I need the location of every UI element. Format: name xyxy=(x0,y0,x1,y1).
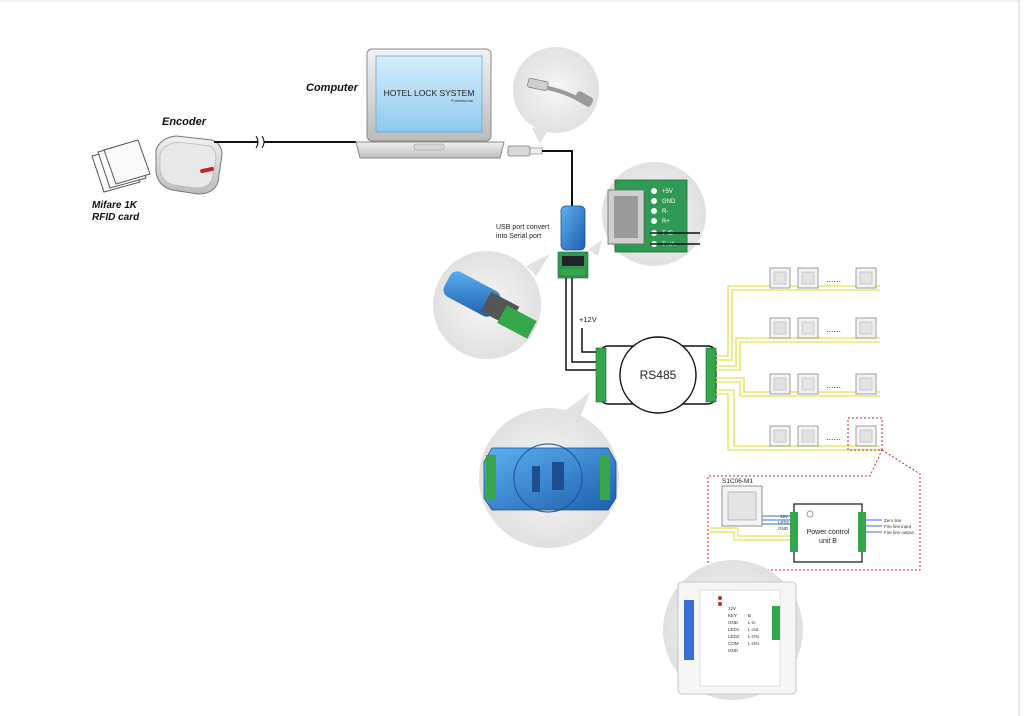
serial-pin-5: T-/B xyxy=(662,231,673,237)
serial-pin-4: R+ xyxy=(662,219,670,225)
power-control-unit xyxy=(790,503,866,563)
switch-bus-wiring xyxy=(716,285,880,451)
module-pin-left: KEY xyxy=(728,613,737,618)
wall-switch-plate xyxy=(801,321,815,335)
power-output-2: Fire line input xyxy=(884,524,912,529)
power-input-2: LED1 xyxy=(778,520,790,525)
switch-row-ellipsis: ...... xyxy=(826,324,841,334)
plus12v-label: +12V xyxy=(579,315,597,324)
serial-pinout-bubble xyxy=(588,162,706,266)
wall-switch-plate xyxy=(773,429,787,443)
serial-pin-2: GND xyxy=(662,199,676,205)
wall-switch-plate xyxy=(773,321,787,335)
module-pin-left: LED2 xyxy=(728,634,740,639)
wall-switch-plate xyxy=(801,429,815,443)
power-input-3: GND xyxy=(778,526,789,531)
serial-pin-6: T+/A xyxy=(662,242,675,248)
rfid-cards xyxy=(91,139,151,193)
module-pin-left: GND xyxy=(728,648,739,653)
card-label-line1: Mifare 1K xyxy=(92,200,138,211)
usb-convert-label-line1: USB port convert xyxy=(496,224,549,231)
module-photo-bubble xyxy=(663,560,803,700)
screen-subtitle: Professional xyxy=(451,98,473,103)
wall-switch-plate xyxy=(773,271,787,285)
module-pin-right: L-in xyxy=(748,620,756,625)
wall-switch-plate xyxy=(859,321,873,335)
wall-switch-plate xyxy=(773,377,787,391)
module-pin-left: 12V xyxy=(728,606,736,611)
highlight-box xyxy=(847,417,883,451)
rs485-photo-bubble xyxy=(479,392,619,548)
power-unit-label-line1: Power control xyxy=(807,529,850,536)
switch-model-label: S1C06-M1 xyxy=(722,478,753,485)
serial-pin-list: +5V GND R- R+ T-/B T+/A xyxy=(650,188,700,248)
usb-cable-closeup-bubble xyxy=(513,47,599,144)
switch-row-ellipsis: ...... xyxy=(826,380,841,390)
serial-pin-1: +5V xyxy=(662,189,673,195)
encoder-label: Encoder xyxy=(162,116,207,128)
encoder-device xyxy=(155,135,223,195)
usb-convert-label-line2: into Serial port xyxy=(496,233,541,240)
module-pin-right: L-ON xyxy=(748,641,759,646)
module-pin-left: LED1 xyxy=(728,627,740,632)
serial-pin-3: R- xyxy=(662,209,668,215)
module-pin-left: COM xyxy=(728,641,739,646)
screen-title: HOTEL LOCK SYSTEM xyxy=(384,88,475,98)
rs485-label: RS485 xyxy=(640,368,677,382)
power-output-3: Fire line output xyxy=(884,530,915,535)
card-label-line2: RFID card xyxy=(92,212,140,223)
power-unit-label-line2: unit B xyxy=(819,538,837,545)
power-input-1: 12V xyxy=(780,514,788,519)
usb-serial-adapter xyxy=(557,205,589,279)
usb-adapter-photo-bubble xyxy=(433,251,550,359)
wall-switch-plate xyxy=(859,429,873,443)
wall-switch-plate xyxy=(801,377,815,391)
module-pin-left: GND xyxy=(728,620,739,625)
rs485-hub xyxy=(595,336,717,414)
usb-plug xyxy=(507,145,543,157)
power-output-1: Zero line xyxy=(884,518,902,523)
laptop xyxy=(355,48,505,159)
module-pin-right: B xyxy=(748,613,751,618)
switch-row-ellipsis: ...... xyxy=(826,432,841,442)
module-pin-right: L-ON xyxy=(748,634,759,639)
wall-switch-plate xyxy=(801,271,815,285)
wall-switch-plate xyxy=(859,271,873,285)
switch-row-ellipsis: ...... xyxy=(826,274,841,284)
room-switch-grid: ........................ xyxy=(769,267,877,447)
computer-label: Computer xyxy=(306,82,359,94)
s1c06-switch xyxy=(721,485,763,527)
wall-switch-plate xyxy=(859,377,873,391)
module-pin-right: L-out xyxy=(748,627,759,632)
